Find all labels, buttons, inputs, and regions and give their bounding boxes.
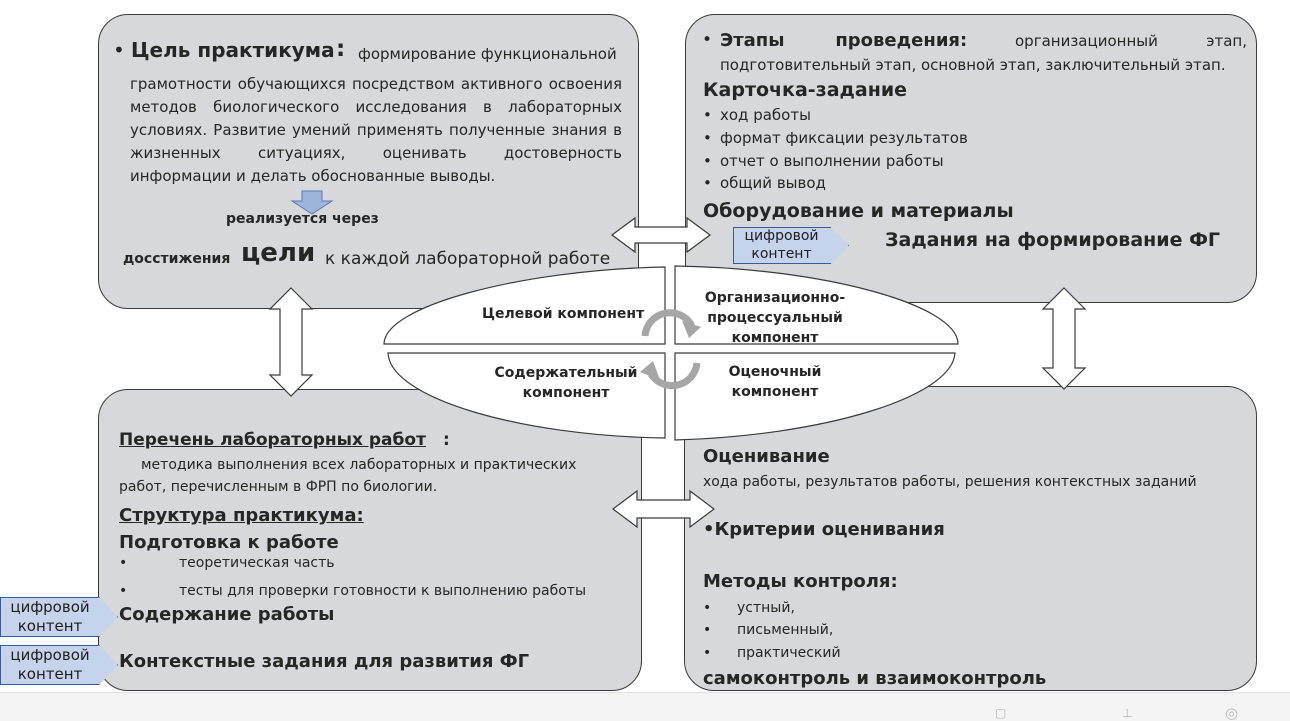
digital-content-label-top: цифровой контент [744,228,819,262]
labs-panel [98,389,642,691]
prep-bullet-1: • [119,555,128,571]
methods-bullet-3: • [703,645,712,661]
fg-tasks: Задания на формирование ФГ [885,229,1221,251]
card-bullet-1: • [703,106,712,124]
goal-line5: жизненных ситуациях, оценивать достоверн… [130,144,622,162]
goal-colon: : [336,36,346,62]
labs-text-2: работ, перечисленным в ФРП по биологии. [119,479,438,495]
card-item-1: ход работы [720,106,811,124]
methods-title: Методы контроля: [703,571,898,592]
double-arrow-left [268,287,314,397]
settings-icon[interactable]: ◎ [1225,704,1239,721]
digital-content-chevron-top [733,227,849,264]
evaluation-text: хода работы, результатов работы, решения… [703,474,1197,490]
quadrant-content [387,352,666,439]
prep-item-1: теоретическая часть [179,555,335,571]
equipment-title: Оборудование и материалы [703,200,1014,222]
org-line-3: компонент [731,330,819,346]
context-title: Контекстные задания для развития ФГ [119,651,530,672]
quadrant-target [383,266,666,345]
divider-icon: ⊥ [1122,706,1133,720]
stages-title: Этапы проведения [720,30,960,51]
digital-content-chevron-1 [0,597,118,637]
card-bullet-2: • [703,129,712,147]
stages-bullet: • [702,30,713,50]
goal-title: Цель практикума [131,38,335,62]
org-line-1: Организационно- [704,290,846,306]
double-arrow-right [1041,287,1087,390]
digital-content-label-1: цифровой контент [10,598,90,635]
to-each-lab: к каждой лабораторной работе [325,249,611,269]
down-arrow [290,190,334,215]
card-bullet-4: • [703,174,712,192]
prep-title: Подготовка к работе [119,532,339,553]
goal-word: цели [241,238,316,268]
realized-through: реализуется через [226,211,379,227]
double-arrow-bottom [612,489,715,529]
goal-panel [98,14,639,309]
evaluation-panel [684,386,1257,691]
card-item-3: отчет о выполнении работы [720,152,944,170]
stages-line2: подготовительный этап, основной этап, за… [720,56,1226,74]
target-component: Целевой компонент [482,306,645,322]
goal-line1: формирование функциональной [358,45,617,63]
content-line-2: компонент [522,385,610,401]
evaluation-title: Оценивание [703,446,830,467]
labs-title: Перечень лабораторных работ [119,430,426,450]
stages-line1: организационный этап, [1015,32,1247,50]
methods-item-2: письменный, [737,622,834,638]
goal-line3: методов биологического исследования в ла… [130,98,622,116]
methods-item-3: практический [737,645,841,661]
stages-colon: : [960,30,968,51]
achievement-word: досстижения [123,251,231,267]
quadrant-organizational [674,265,959,345]
self-control: самоконтроль и взаимоконтроль [703,668,1047,689]
double-arrow-top [610,216,712,254]
card-bullet-3: • [703,152,712,170]
quadrant-evaluative [674,352,956,441]
cycle-arrowhead-top [682,321,701,338]
card-item-2: формат фиксации результатов [720,129,968,147]
org-line-2: процессуальный [707,310,843,326]
goal-line4: условиях. Развитие умений применять полу… [130,121,622,139]
prep-bullet-2: • [119,583,128,599]
labs-colon: : [443,430,450,450]
viewer-toolbar [0,692,1290,721]
content-line-1: Содержательный [494,365,638,381]
content-title: Содержание работы [119,604,335,625]
criteria: •Критерии оценивания [703,519,945,540]
methods-bullet-1: • [703,600,712,616]
digital-content-label-2: цифровой контент [10,646,90,683]
cycle-arrow-top [641,309,696,337]
goal-line6: информации и делать обоснованные выводы. [130,167,496,185]
goal-bullet: • [113,38,125,62]
goal-line2: грамотности обучающихся посредством акти… [130,75,622,93]
prep-item-2: тесты для проверки готовности к выполнен… [179,583,587,599]
methods-item-1: устный, [737,600,795,616]
notes-icon[interactable]: ▢ [995,706,1007,720]
methods-bullet-2: • [703,622,712,638]
cycle-arrowhead-bottom [640,361,660,380]
card-title: Карточка-задание [703,79,908,101]
card-item-4: общий вывод [720,174,826,192]
labs-text-1: методика выполнения всех лабораторных и … [141,457,577,473]
cycle-arrow-bottom [648,362,701,390]
structure-title: Структура практикума: [119,505,364,526]
evaluative-line-2: компонент [731,384,819,400]
evaluative-line-1: Оценочный [728,364,822,380]
digital-content-chevron-2 [0,645,118,685]
